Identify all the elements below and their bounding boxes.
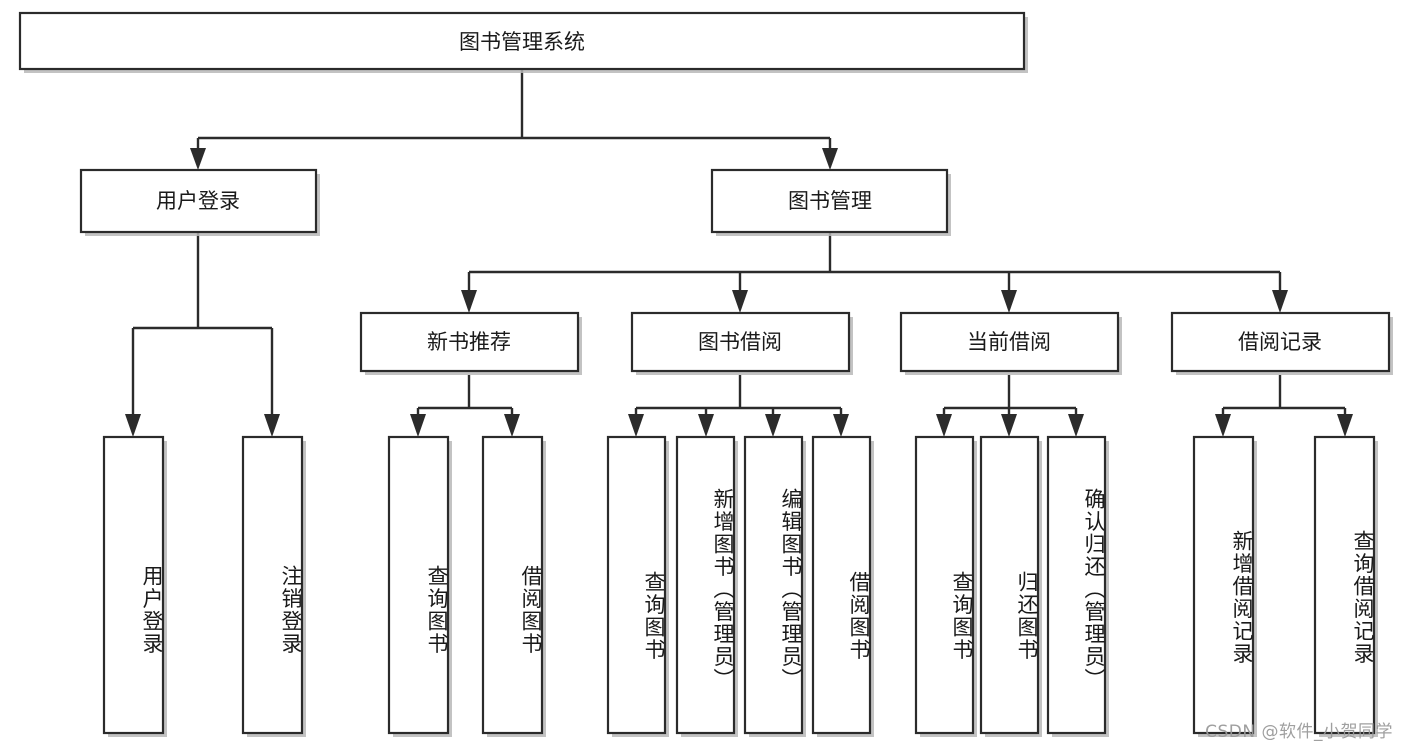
node-book-borrow-label: 图书借阅 xyxy=(698,330,782,354)
arrow-bookmgmt-to-new-book xyxy=(461,290,477,313)
node-borrow-record[interactable]: 借阅记录 xyxy=(1170,311,1393,375)
leaf-cb-confirm-box[interactable] xyxy=(1046,435,1107,735)
arrow-borrowrecord-leaf-2 xyxy=(1337,414,1353,437)
leaf-logout-box[interactable] xyxy=(241,435,304,735)
node-book-management-box[interactable] xyxy=(710,168,949,234)
node-root-label: 图书管理系统 xyxy=(459,30,585,54)
node-new-book-recommend[interactable]: 新书推荐 xyxy=(359,311,582,375)
arrow-root-to-book-mgmt xyxy=(822,148,838,170)
node-current-borrow-box[interactable] xyxy=(899,311,1120,373)
node-new-book-recommend-box[interactable] xyxy=(359,311,580,373)
node-book-management-label: 图书管理 xyxy=(788,189,872,213)
node-borrow-record-box[interactable] xyxy=(1170,311,1391,373)
node-root-box[interactable] xyxy=(18,11,1026,71)
leaf-bb-borrow-box[interactable] xyxy=(811,435,872,735)
leaf-bb-query-box[interactable] xyxy=(606,435,667,735)
arrow-newbook-leaf-1 xyxy=(410,414,426,437)
node-current-borrow[interactable]: 当前借阅 xyxy=(899,311,1122,375)
leaf-user-login-box[interactable] xyxy=(102,435,165,735)
arrow-root-to-user-login xyxy=(190,148,206,170)
node-book-borrow-box[interactable] xyxy=(630,311,851,373)
arrow-borrowrecord-leaf-1 xyxy=(1215,414,1231,437)
connector-layer xyxy=(125,69,1353,437)
arrow-currentborrow-leaf-3 xyxy=(1068,414,1084,437)
leaf-cb-query-box[interactable] xyxy=(914,435,975,735)
leaf-nb-query-box[interactable] xyxy=(387,435,450,735)
node-root[interactable]: 图书管理系统 xyxy=(18,11,1028,73)
node-book-management[interactable]: 图书管理 xyxy=(710,168,951,236)
arrow-borrowbook-leaf-3 xyxy=(765,414,781,437)
leaf-box-layer xyxy=(102,435,1378,737)
arrow-currentborrow-leaf-2 xyxy=(1001,414,1017,437)
leaf-nb-borrow-box[interactable] xyxy=(481,435,544,735)
arrow-borrowbook-leaf-1 xyxy=(628,414,644,437)
leaf-cb-return-box[interactable] xyxy=(979,435,1040,735)
leaf-bb-edit-box[interactable] xyxy=(743,435,804,735)
arrow-currentborrow-leaf-1 xyxy=(936,414,952,437)
arrow-bookmgmt-to-current-borrow xyxy=(1001,290,1017,313)
leaf-br-add-box[interactable] xyxy=(1192,435,1255,735)
csdn-watermark: CSDN @软件_小贺同学 xyxy=(1205,722,1393,742)
node-user-login-label: 用户登录 xyxy=(156,189,240,213)
node-borrow-record-label: 借阅记录 xyxy=(1238,330,1322,354)
arrow-newbook-leaf-2 xyxy=(504,414,520,437)
arrow-userlogin-leaf-2 xyxy=(264,414,280,437)
node-new-book-recommend-label: 新书推荐 xyxy=(427,330,511,354)
leaf-br-query-box[interactable] xyxy=(1313,435,1376,735)
node-user-login[interactable]: 用户登录 xyxy=(79,168,320,236)
arrow-bookmgmt-to-borrow-record xyxy=(1272,290,1288,313)
node-current-borrow-label: 当前借阅 xyxy=(967,330,1051,354)
arrow-borrowbook-leaf-2 xyxy=(698,414,714,437)
arrow-userlogin-leaf-1 xyxy=(125,414,141,437)
node-book-borrow[interactable]: 图书借阅 xyxy=(630,311,853,375)
arrow-borrowbook-leaf-4 xyxy=(833,414,849,437)
leaf-bb-add-box[interactable] xyxy=(675,435,736,735)
node-user-login-box[interactable] xyxy=(79,168,318,234)
arrow-bookmgmt-to-borrow-book xyxy=(732,290,748,313)
